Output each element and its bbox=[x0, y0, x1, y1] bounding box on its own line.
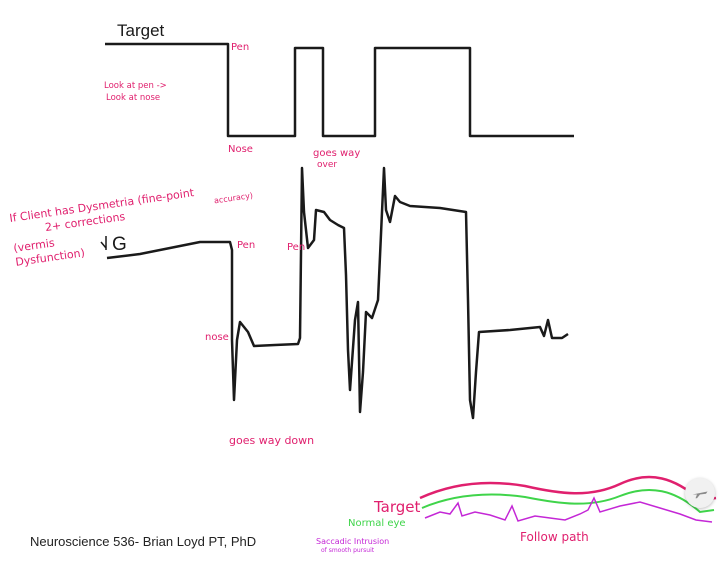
target-curve bbox=[419, 475, 717, 502]
nav-button[interactable] bbox=[685, 478, 715, 508]
airplane-icon bbox=[692, 491, 708, 499]
normal-eye-curve bbox=[421, 489, 715, 514]
follow-path-label: Follow path bbox=[520, 530, 589, 544]
nose-label-g: nose bbox=[205, 332, 229, 343]
svg-text:accuracy): accuracy) bbox=[213, 191, 253, 205]
legend-target: Target bbox=[373, 498, 421, 516]
over-label: over bbox=[317, 160, 337, 170]
legend-saccadic-2: of smooth pursuit bbox=[321, 547, 375, 554]
pen-label-g2: Pen bbox=[287, 242, 305, 253]
slide-caption: Neuroscience 536- Brian Loyd PT, PhD bbox=[30, 534, 257, 549]
vermis-note: (vermis Dysfunction) bbox=[13, 236, 86, 269]
pen-label-top: Pen bbox=[231, 42, 249, 53]
eye-trace bbox=[106, 166, 569, 420]
bracket-mark bbox=[100, 236, 107, 250]
dysmetria-note: If Client has Dysmetria (fine-point accu… bbox=[9, 186, 254, 234]
g-label: G bbox=[112, 234, 127, 255]
goes-way-down-label: goes way down bbox=[229, 434, 314, 447]
goes-way-label: goes way bbox=[313, 148, 360, 159]
pen-label-g1: Pen bbox=[237, 240, 255, 251]
target-trace bbox=[105, 42, 574, 138]
look-note-1: Look at pen -> bbox=[104, 81, 167, 91]
svg-text:(vermis: (vermis bbox=[13, 236, 56, 255]
nose-label-top: Nose bbox=[228, 144, 253, 155]
target-title: Target bbox=[117, 21, 165, 40]
legend-normal-eye: Normal eye bbox=[348, 518, 406, 529]
legend-saccadic-1: Saccadic Intrusion bbox=[316, 537, 389, 546]
look-note-2: Look at nose bbox=[106, 93, 160, 103]
saccadic-curve bbox=[424, 496, 713, 523]
